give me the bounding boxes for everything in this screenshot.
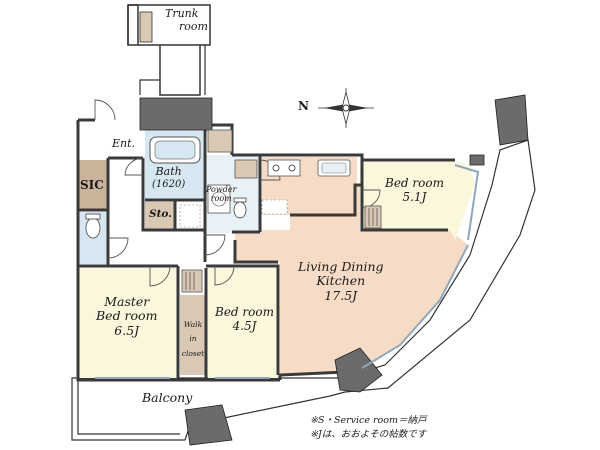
walk-in-closet-floor bbox=[180, 295, 206, 375]
closets bbox=[181, 129, 382, 293]
sic-label: SIC bbox=[80, 178, 104, 192]
trunk-room-label: Trunk room bbox=[165, 7, 208, 33]
storage-floor bbox=[145, 202, 175, 230]
sic-floor bbox=[78, 160, 108, 210]
bath-label: Bath (1620) bbox=[152, 165, 186, 190]
kitchen-appliances bbox=[261, 159, 351, 215]
note-service-room: ※S・Service room＝納戸 bbox=[310, 415, 427, 426]
compass-north-label: N bbox=[298, 99, 309, 113]
bedroom-4-label: Bed room 4.5J bbox=[215, 305, 274, 333]
walls bbox=[76, 98, 455, 382]
entrance-label: Ent. bbox=[112, 137, 136, 150]
toilet-fixtures bbox=[85, 197, 247, 239]
storage-label: Sto. bbox=[149, 208, 172, 220]
entrance-floor bbox=[78, 120, 143, 158]
bedroom-5-floor bbox=[360, 160, 475, 240]
wash-basin bbox=[179, 184, 231, 228]
balcony-label: Balcony bbox=[142, 390, 193, 405]
note-jo-unit: ※Jは、おおよその帖数です bbox=[310, 428, 427, 440]
ldk-floor bbox=[235, 185, 468, 375]
ldk-label: Living Dining Kitchen 17.5J bbox=[298, 259, 384, 303]
powder-room-label: Powder room bbox=[206, 185, 237, 204]
trunk-room bbox=[127, 4, 211, 96]
structural-pillars bbox=[139, 94, 529, 446]
bedroom-5-label: Bed room 5.1J bbox=[385, 176, 444, 204]
doors bbox=[94, 99, 381, 287]
walk-in-closet-label: Walk in closet bbox=[181, 320, 205, 358]
windows bbox=[95, 164, 480, 379]
master-bedroom-floor bbox=[78, 268, 178, 378]
compass-rose bbox=[318, 88, 374, 128]
floor-plan-notes: ※S・Service room＝納戸 ※Jは、おおよその帖数です bbox=[310, 414, 427, 442]
master-bedroom-label: Master Bed room 6.5J bbox=[96, 294, 158, 338]
bedroom-4-floor bbox=[208, 268, 278, 378]
bathtub bbox=[149, 136, 201, 164]
